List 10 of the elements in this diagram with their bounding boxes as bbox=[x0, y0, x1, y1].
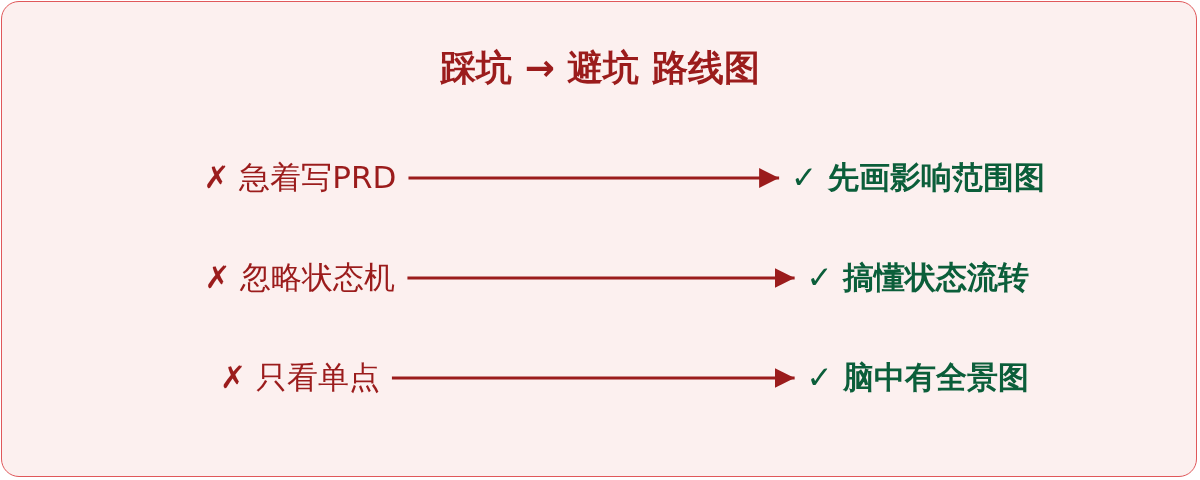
mistake-text: ✗ 忽略状态机 bbox=[204, 259, 396, 297]
arrow bbox=[408, 168, 780, 188]
title: 踩坑 → 避坑 路线图 bbox=[440, 46, 760, 90]
solution-text: ✓ 脑中有全景图 bbox=[806, 359, 1030, 397]
mistake-text: ✗ 只看单点 bbox=[220, 359, 380, 397]
arrow bbox=[391, 368, 795, 388]
arrow bbox=[407, 268, 795, 288]
solution-text: ✓ 先画影响范围图 bbox=[791, 159, 1045, 197]
solution-text: ✓ 搞懂状态流转 bbox=[806, 259, 1030, 297]
mistake-text: ✗ 急着写PRD bbox=[203, 159, 397, 197]
